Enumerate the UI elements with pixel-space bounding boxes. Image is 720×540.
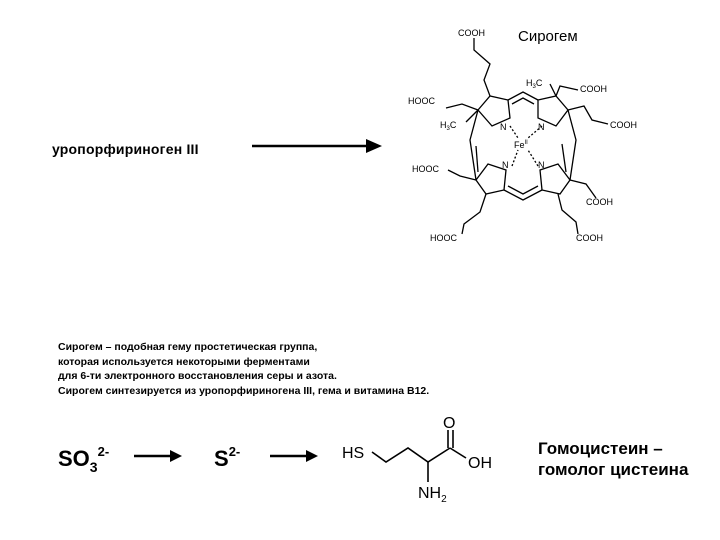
pyrrole-ring-b xyxy=(537,95,569,127)
h3c-label-top: H3C xyxy=(526,78,543,90)
cooh-label-right-bottom: COOH xyxy=(586,197,613,207)
nh2-label: NH2 xyxy=(418,485,447,505)
o-label: O xyxy=(443,415,455,432)
conversion-arrow xyxy=(252,139,382,153)
cooh-label-bottom: COOH xyxy=(576,233,603,243)
homocysteine-caption-line: гомолог цистеина xyxy=(538,460,689,479)
fe-label: FeII xyxy=(514,140,528,150)
description-line: Сирогем синтезируется из уропорфириноген… xyxy=(58,384,430,397)
cooh-label-right: COOH xyxy=(610,120,637,130)
uroporphyrinogen-label: уропорфириноген III xyxy=(52,141,199,157)
sulfite-formula: SO32- xyxy=(58,444,110,475)
pyrrole-ring-c xyxy=(539,163,571,195)
hooc-label-left: HOOC xyxy=(408,96,436,106)
h3c-label-left: H3C xyxy=(440,120,457,132)
homocysteine-atom-labels: HS O OH NH2 xyxy=(342,415,492,505)
sulfide-formula: S2- xyxy=(214,444,241,471)
cooh-label-top: COOH xyxy=(458,28,485,38)
homocysteine-caption-line: Гомоцистеин – xyxy=(538,439,663,458)
n-label-b: N xyxy=(538,122,545,132)
homocysteine-caption: Гомоцистеин – гомолог цистеина xyxy=(538,438,688,480)
arrow-sulfide-to-homocysteine xyxy=(270,450,318,462)
oh-label: OH xyxy=(468,455,492,472)
siroheme-title: Сирогем xyxy=(518,28,578,45)
description-line: Сирогем – подобная гему простетическая г… xyxy=(58,341,318,353)
homocysteine-structure xyxy=(371,430,467,482)
pyrrole-ring-a xyxy=(477,95,511,127)
hs-label: HS xyxy=(342,445,364,462)
cooh-label-right-top: COOH xyxy=(580,84,607,94)
arrow-sulfite-to-sulfide xyxy=(134,450,182,462)
n-label-c: N xyxy=(538,160,545,170)
siroheme-structure xyxy=(445,38,609,235)
pyrrole-ring-d xyxy=(475,163,507,195)
n-label-d: N xyxy=(502,160,509,170)
description-line: для 6-ти электронного восстановления сер… xyxy=(58,370,337,382)
siroheme-description: Сирогем – подобная гему простетическая г… xyxy=(58,340,429,398)
hooc-label-bottom: HOOC xyxy=(430,233,458,243)
hooc-label-left-mid: HOOC xyxy=(412,164,440,174)
n-label-a: N xyxy=(500,122,507,132)
siroheme-atom-labels: COOH HOOC H3C H3C COOH COOH HOOC COOH HO… xyxy=(408,28,637,243)
description-line: которая используется некоторыми фермента… xyxy=(58,355,310,368)
